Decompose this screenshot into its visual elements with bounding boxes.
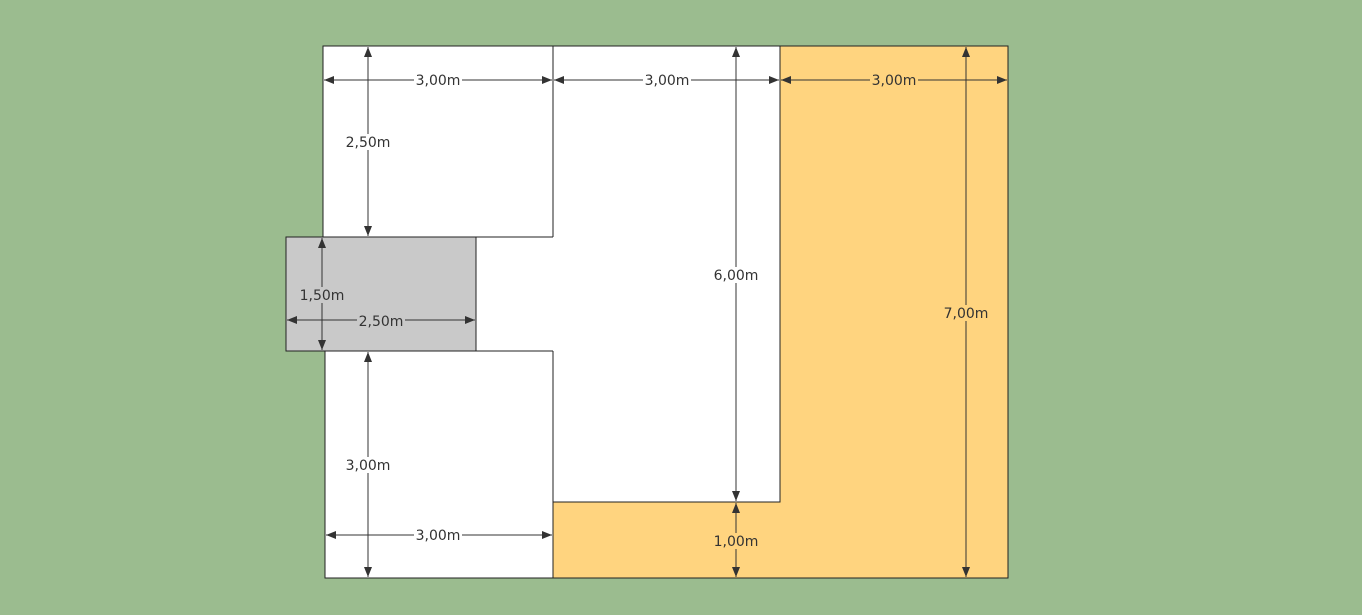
label-top-left-height: 2,50m xyxy=(346,135,391,151)
label-bottom-left-height: 3,00m xyxy=(346,458,391,474)
label-annex-width: 2,50m xyxy=(359,314,404,330)
label-bottom-strip-height: 1,00m xyxy=(714,534,759,550)
label-bottom-left-width: 3,00m xyxy=(416,528,461,544)
label-middle-height: 6,00m xyxy=(714,268,759,284)
label-annex-height: 1,50m xyxy=(300,288,345,304)
label-right-height: 7,00m xyxy=(944,306,989,322)
label-top-middle-width: 3,00m xyxy=(645,73,690,89)
label-top-left-width: 3,00m xyxy=(416,73,461,89)
label-right-width: 3,00m xyxy=(872,73,917,89)
